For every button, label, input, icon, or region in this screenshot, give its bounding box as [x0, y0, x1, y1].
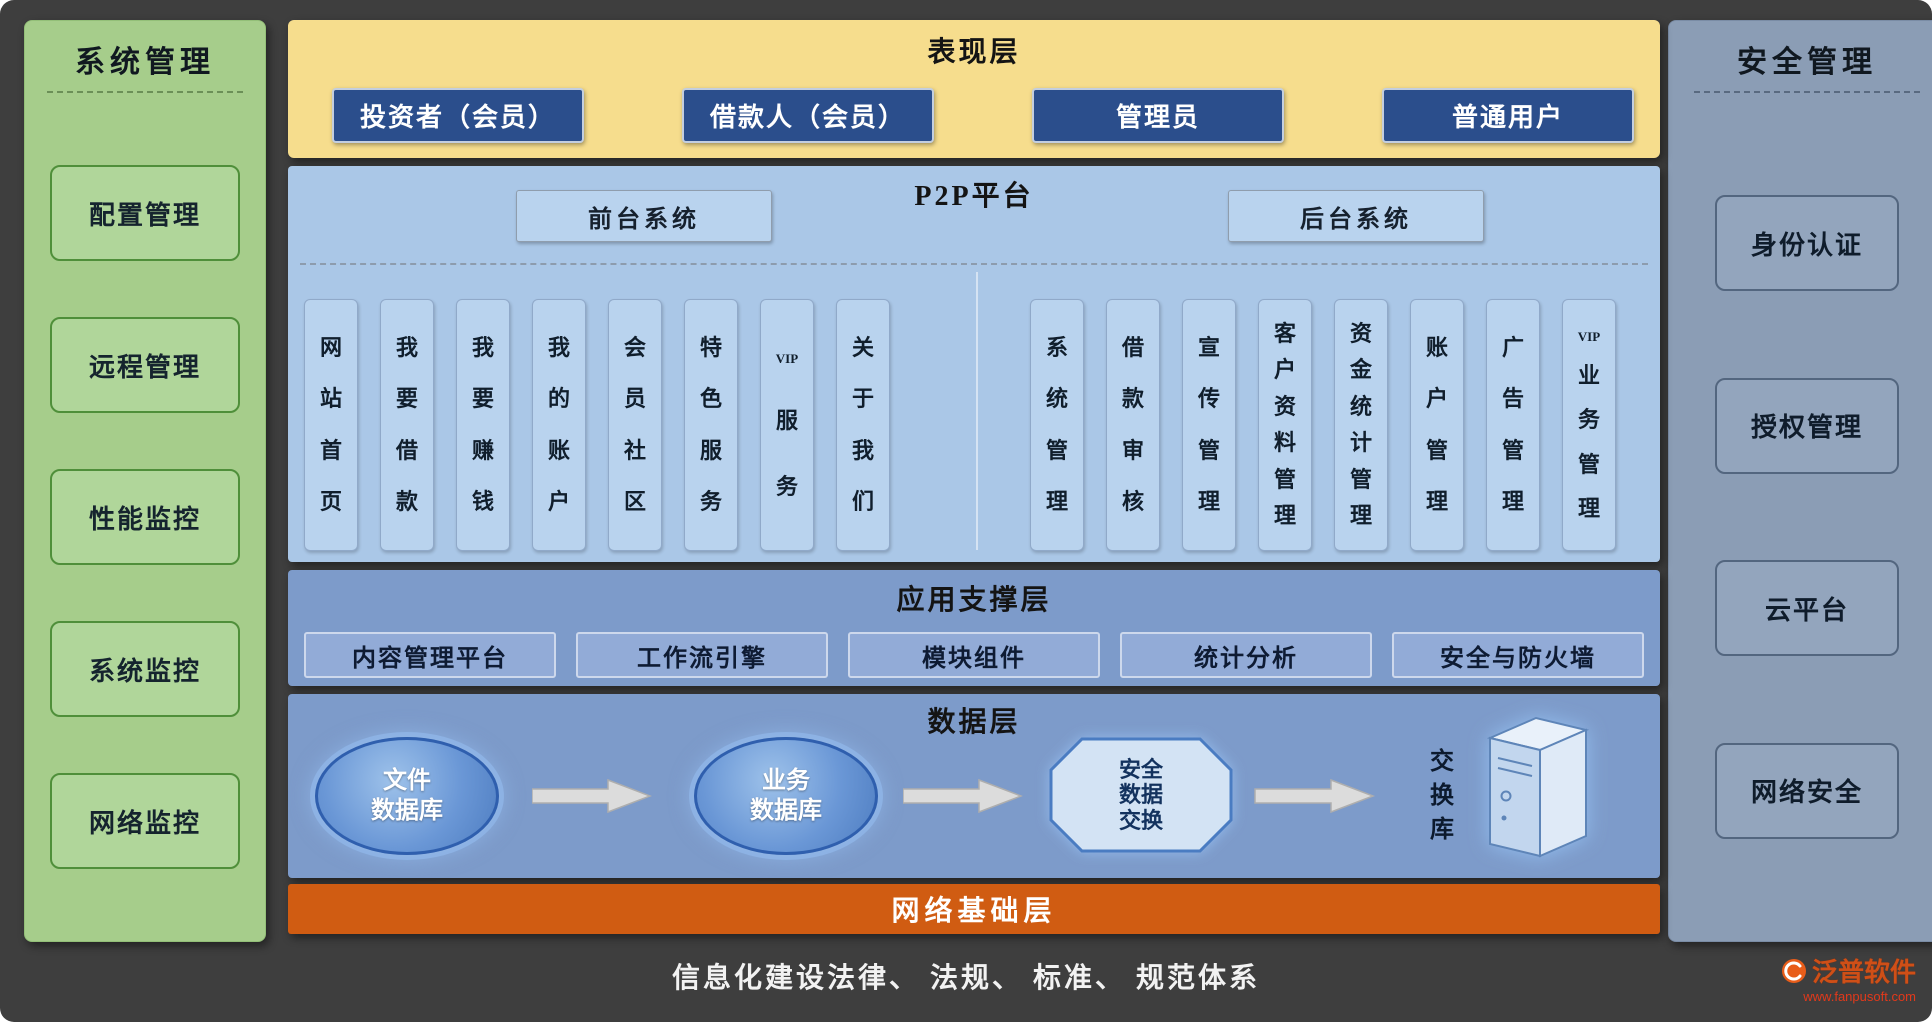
role-admin: 管理员	[1032, 88, 1284, 143]
watermark-url: www.fanpusoft.com	[1803, 989, 1916, 1004]
module-community: 会员社区	[608, 299, 662, 551]
system-management-title: 系统管理	[75, 46, 215, 79]
support-firewall: 安全与防火墙	[1392, 632, 1644, 678]
module-featured-service: 特色服务	[684, 299, 738, 551]
module-account-mgmt: 账户管理	[1410, 299, 1464, 551]
role-ordinary-user: 普通用户	[1382, 88, 1634, 143]
security-item-network-security: 网络安全	[1715, 742, 1899, 839]
module-loan-review: 借款审核	[1106, 299, 1160, 551]
system-management-items: 配置管理 远程管理 性能监控 系统监控 网络监控	[25, 109, 265, 925]
presentation-layer-title: 表现层	[927, 37, 1021, 68]
exchange-library-label: 交换库	[1430, 749, 1454, 843]
security-management-items: 身份认证 授权管理 云平台 网络安全	[1669, 109, 1932, 925]
role-borrower: 借款人（会员）	[682, 88, 934, 143]
security-item-cloud: 云平台	[1715, 560, 1899, 657]
support-statistics: 统计分析	[1120, 632, 1372, 678]
watermark-brand: 泛普软件	[1811, 958, 1916, 987]
module-ad-mgmt: 广告管理	[1486, 299, 1540, 551]
security-management-title: 安全管理	[1737, 46, 1877, 79]
app-support-layer: 应用支撑层 内容管理平台 工作流引擎 模块组件 统计分析 安全与防火墙	[288, 570, 1660, 686]
octagon-shape-icon	[1049, 737, 1233, 853]
network-layer-title: 网络基础层	[891, 896, 1057, 927]
security-management-panel: 安全管理 身份认证 授权管理 云平台 网络安全	[1668, 20, 1932, 942]
network-infrastructure-layer: 网络基础层	[288, 884, 1660, 934]
front-back-divider	[976, 272, 978, 550]
back-system-label: 后台系统	[1228, 190, 1484, 242]
module-promotion: 宣传管理	[1182, 299, 1236, 551]
secure-data-exchange-node: 安全 数据 交换	[1048, 736, 1234, 854]
system-item-performance: 性能监控	[50, 469, 240, 565]
support-cms: 内容管理平台	[304, 632, 556, 678]
module-system-mgmt: 系统管理	[1030, 299, 1084, 551]
data-layer: 数据层 文件 数据库 业务 数据库 安全 数据 交换 交换库	[288, 694, 1660, 878]
business-database-node: 业务 数据库	[694, 737, 878, 855]
standards-footer: 信息化建设法律、 法规、 标准、 规范体系	[671, 963, 1260, 994]
role-investor: 投资者（会员）	[332, 88, 584, 143]
security-item-identity: 身份认证	[1715, 195, 1899, 292]
watermark: 泛普软件 www.fanpusoft.com	[1781, 952, 1916, 1004]
module-fund-statistics: 资金统计管理	[1334, 299, 1388, 551]
support-workflow: 工作流引擎	[576, 632, 828, 678]
back-modules: 系统管理 借款审核 宣传管理 客户资料管理 资金统计管理 账户管理 广告管理 V…	[1030, 299, 1616, 551]
presentation-layer: 表现层 投资者（会员） 借款人（会员） 管理员 普通用户	[288, 20, 1660, 158]
secure-data-exchange-label: 安全 数据 交换	[1118, 757, 1163, 833]
server-icon	[1474, 704, 1600, 866]
arrow-icon	[902, 778, 1024, 819]
arrow-icon	[531, 778, 653, 819]
fanpu-logo-icon	[1781, 958, 1806, 983]
module-borrow: 我要借款	[380, 299, 434, 551]
title-divider	[46, 91, 244, 93]
module-my-account: 我的账户	[532, 299, 586, 551]
file-database-node: 文件 数据库	[315, 737, 499, 855]
module-about-us: 关于我们	[836, 299, 890, 551]
front-system-label: 前台系统	[516, 190, 772, 242]
title-divider	[1693, 91, 1921, 93]
security-item-authorization: 授权管理	[1715, 377, 1899, 474]
arrow-icon	[1254, 778, 1376, 819]
module-earn: 我要赚钱	[456, 299, 510, 551]
app-support-title: 应用支撑层	[896, 585, 1052, 616]
module-home: 网站首页	[304, 299, 358, 551]
system-item-config: 配置管理	[50, 165, 240, 261]
role-buttons-row: 投资者（会员） 借款人（会员） 管理员 普通用户	[288, 70, 1660, 143]
system-item-remote: 远程管理	[50, 317, 240, 413]
support-modules: 模块组件	[848, 632, 1100, 678]
system-management-panel: 系统管理 配置管理 远程管理 性能监控 系统监控 网络监控	[24, 20, 266, 942]
data-layer-title: 数据层	[927, 707, 1021, 738]
module-customer-data: 客户资料管理	[1258, 299, 1312, 551]
system-item-system-monitor: 系统监控	[50, 621, 240, 717]
p2p-platform-layer: P2P平台 前台系统 后台系统 网站首页 我要借款 我要赚钱 我的账户 会员社区…	[288, 166, 1660, 562]
p2p-platform-title: P2P平台	[914, 181, 1034, 212]
system-item-network-monitor: 网络监控	[50, 773, 240, 869]
dashed-separator	[300, 263, 1648, 265]
support-boxes-row: 内容管理平台 工作流引擎 模块组件 统计分析 安全与防火墙	[288, 618, 1660, 678]
